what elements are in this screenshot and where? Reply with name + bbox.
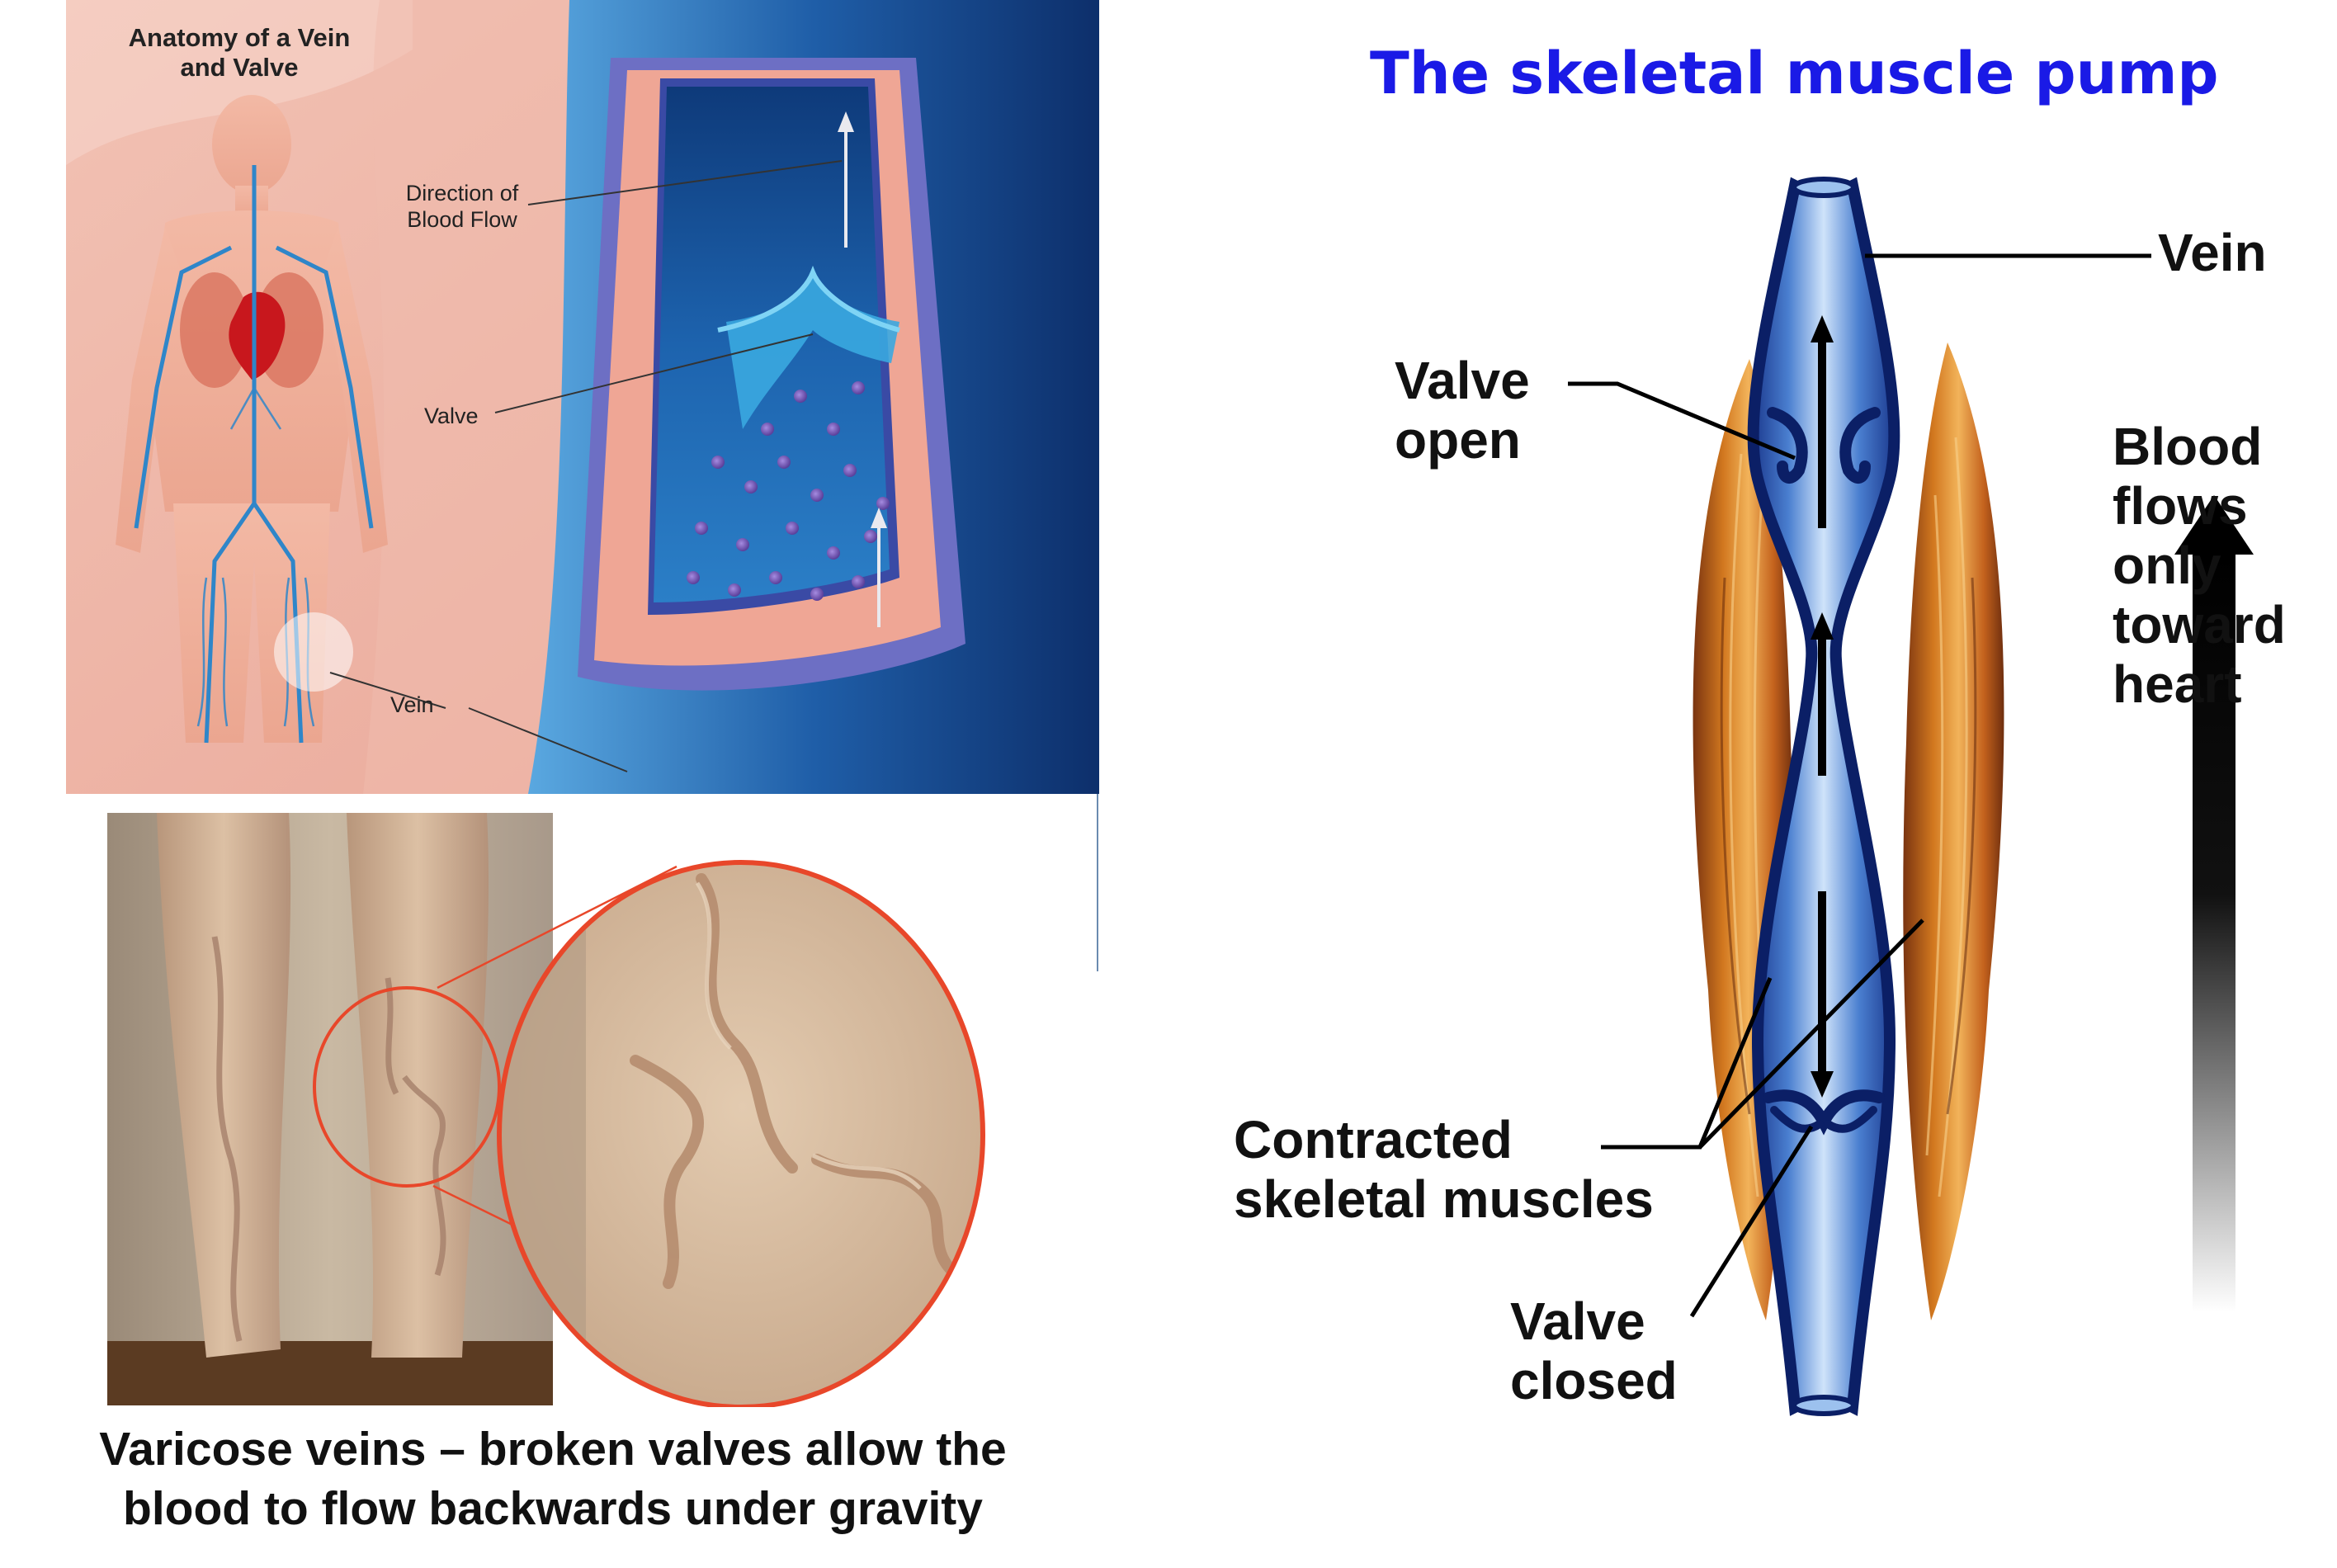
muscle-pump-diagram: Vein Valve open Contracted skeletal musc… bbox=[1221, 165, 2337, 1452]
varicose-panel bbox=[107, 813, 1081, 1407]
caption-line2: blood to flow backwards under gravity bbox=[123, 1482, 983, 1535]
label-blood-flow-line1: Direction of bbox=[405, 181, 519, 205]
label-valve-closed-line2: closed bbox=[1510, 1351, 1678, 1410]
panel-divider bbox=[1097, 794, 1098, 971]
anatomy-title: Anatomy of a Vein and Valve bbox=[116, 23, 363, 83]
label-muscles-line1: Contracted bbox=[1234, 1110, 1513, 1169]
label-flow-line1: Blood bbox=[2113, 417, 2263, 476]
anatomy-title-line1: Anatomy of a Vein bbox=[128, 23, 351, 52]
anatomy-illustration bbox=[66, 0, 1099, 794]
label-vein-anatomy: Vein bbox=[390, 692, 434, 717]
anatomy-title-line2: and Valve bbox=[180, 53, 299, 82]
label-valve-open-line2: open bbox=[1395, 410, 1521, 470]
label-muscles-line2: skeletal muscles bbox=[1234, 1169, 1654, 1229]
blood-flow-arrow bbox=[2174, 495, 2254, 1312]
label-flow-line2: flows bbox=[2113, 476, 2248, 536]
human-body-figure bbox=[116, 95, 388, 744]
vein-tube bbox=[1747, 177, 1900, 1416]
anatomy-panel: Anatomy of a Vein and Valve Direction of… bbox=[66, 0, 1099, 794]
label-blood-flow-direction: Direction of Blood Flow bbox=[388, 180, 536, 233]
label-flow-line5: heart bbox=[2113, 654, 2242, 714]
muscle-pump-illustration bbox=[1568, 177, 2254, 1416]
label-valve-open: Valve open bbox=[1395, 351, 1530, 470]
label-flow-line3: only bbox=[2113, 536, 2221, 595]
label-contracted-muscles: Contracted skeletal muscles bbox=[1234, 1110, 1654, 1229]
label-valve-closed: Valve closed bbox=[1510, 1292, 1678, 1410]
caption-line1: Varicose veins – broken valves allow the bbox=[99, 1423, 1007, 1476]
varicose-veins-photo bbox=[107, 813, 985, 1407]
label-valve-anatomy: Valve bbox=[424, 404, 479, 428]
vein-cross-section bbox=[528, 0, 1099, 794]
muscle-pump-title: The skeletal muscle pump bbox=[1370, 40, 2219, 107]
label-blood-flow: Blood flows only toward heart bbox=[2113, 417, 2286, 714]
varicose-caption: Varicose veins – broken valves allow the… bbox=[0, 1419, 1106, 1538]
label-flow-line4: toward bbox=[2113, 595, 2286, 654]
label-valve-open-line1: Valve bbox=[1395, 351, 1530, 410]
label-blood-flow-line2: Blood Flow bbox=[407, 207, 517, 232]
label-vein: Vein bbox=[2158, 223, 2267, 282]
label-valve-closed-line1: Valve bbox=[1510, 1292, 1645, 1351]
